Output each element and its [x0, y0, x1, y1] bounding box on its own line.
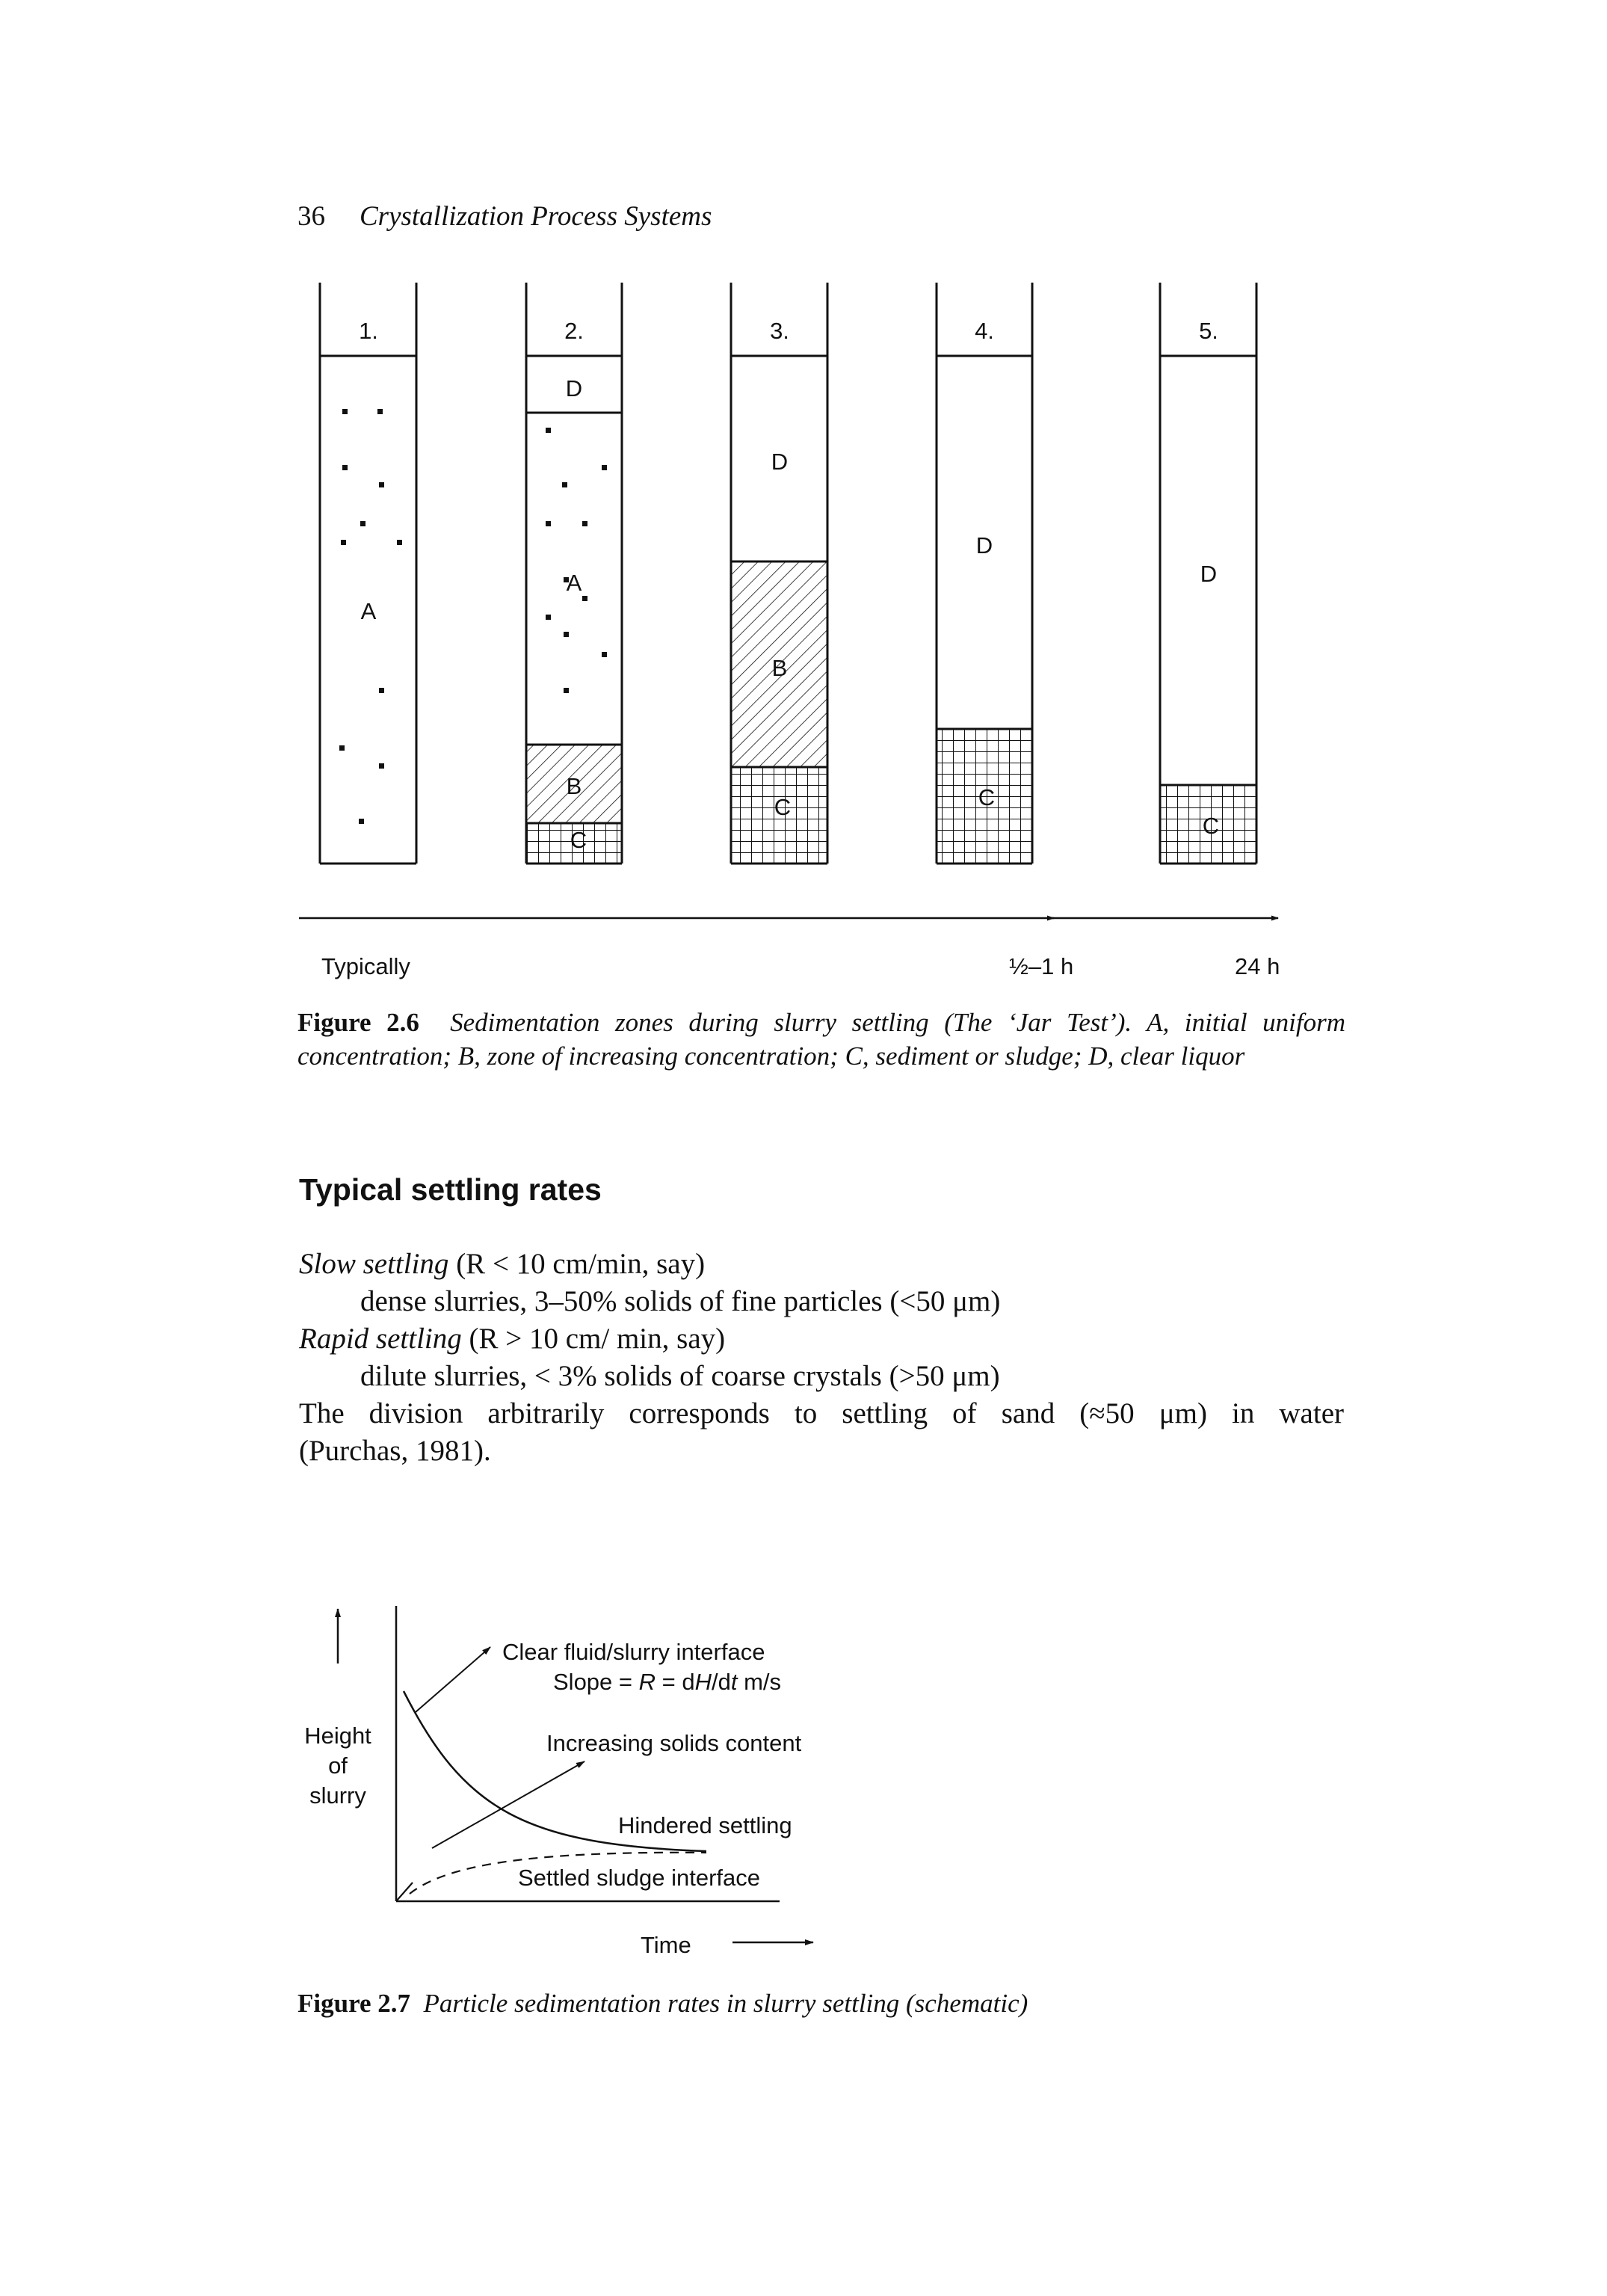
time-end-label: 24 h [1235, 953, 1280, 979]
division-line-1: The division arbitrarily corresponds to … [299, 1397, 1344, 1429]
slow-settling-condition: (R < 10 cm/min, say) [456, 1248, 706, 1280]
jar-4-label: 4. [975, 318, 994, 344]
rapid-settling-condition: (R > 10 cm/ min, say) [469, 1323, 726, 1355]
slow-settling-desc: dense slurries, 3–50% solids of fine par… [360, 1285, 1001, 1317]
annotation-hindered-settling: Hindered settling [618, 1812, 792, 1838]
time-start-label: Typically [321, 953, 410, 979]
y-axis-label-1: Height [304, 1723, 371, 1749]
time-mid-label: ½–1 h [1009, 953, 1073, 979]
figure-2-6-caption-text: Sedimentation zones during slurry settli… [297, 1008, 1346, 1071]
jar-3-zone-b: B [772, 655, 788, 681]
jar-4-zone-d: D [976, 532, 993, 558]
jar-2-zone-d: D [566, 375, 582, 401]
jar-3-zone-c: C [774, 794, 791, 820]
jar-5 [1159, 283, 1258, 865]
sludge-curve-start [395, 1882, 413, 1902]
rapid-settling-label: Rapid settling [299, 1323, 462, 1355]
section-heading: Typical settling rates [299, 1172, 602, 1207]
jar-4 [935, 283, 1034, 865]
page-number: 36 [297, 201, 325, 232]
jar-4-zone-c: C [978, 784, 995, 810]
running-head: 36 Crystallization Process Systems [297, 200, 712, 233]
particles [339, 409, 607, 824]
jar-2-zone-b: B [567, 773, 582, 799]
figure-2-6: 1. 2. 3. 4. 5. A D A B C D B C D C D C T… [299, 283, 1280, 979]
jar-1-label: 1. [359, 318, 378, 344]
figure-2-6-number: Figure 2.6 [297, 1008, 419, 1037]
jar-3-zone-d: D [771, 449, 788, 475]
rapid-settling-desc: dilute slurries, < 3% solids of coarse c… [360, 1360, 1000, 1392]
book-title: Crystallization Process Systems [360, 201, 712, 232]
x-axis-label: Time [641, 1932, 691, 1958]
jar-2-zone-a: A [567, 570, 582, 596]
figure-2-7-caption: Figure 2.7 Particle sedimentation rates … [297, 1986, 1345, 2020]
annotation-sludge-interface: Settled sludge interface [518, 1865, 760, 1891]
plot-axes [395, 1606, 780, 1903]
annotation-slope: Slope = R = dH/dt m/s [553, 1669, 781, 1695]
jar-2 [525, 283, 623, 865]
jar-2-zone-c: C [570, 827, 587, 853]
solids-content-arrow [431, 1761, 585, 1849]
jar-3 [730, 283, 829, 865]
jar-1 [318, 283, 418, 865]
slow-settling-line: Slow settling (R < 10 cm/min, say) [299, 1246, 1344, 1283]
interface-pointer-arrow [415, 1646, 491, 1713]
jar-5-label: 5. [1199, 318, 1218, 344]
hindered-settling-curve [402, 1690, 707, 1853]
annotation-interface: Clear fluid/slurry interface [502, 1639, 765, 1665]
jar-3-label: 3. [770, 318, 789, 344]
jar-1-zone-a: A [361, 598, 377, 624]
annotation-solids-content: Increasing solids content [546, 1730, 802, 1756]
figure-2-7: Height of slurry Clear fluid/slurry inte… [304, 1606, 814, 1958]
rapid-settling-line: Rapid settling (R > 10 cm/ min, say) [299, 1320, 1344, 1358]
y-axis-label-3: slurry [309, 1782, 366, 1809]
settling-rates-text: Slow settling (R < 10 cm/min, say) dense… [299, 1246, 1344, 1470]
jar-5-zone-c: C [1203, 813, 1219, 839]
figure-2-6-caption: Figure 2.6 Sedimentation zones during sl… [297, 1006, 1345, 1073]
sludge-interface-curve [409, 1851, 707, 1895]
figure-2-7-number: Figure 2.7 [297, 1989, 411, 2018]
figure-2-7-caption-text: Particle sedimentation rates in slurry s… [423, 1989, 1028, 2018]
y-axis-label-2: of [328, 1752, 348, 1779]
division-line-2: (Purchas, 1981). [299, 1435, 491, 1467]
slow-settling-label: Slow settling [299, 1248, 449, 1280]
jar-2-label: 2. [564, 318, 584, 344]
jar-5-zone-d: D [1200, 561, 1217, 587]
